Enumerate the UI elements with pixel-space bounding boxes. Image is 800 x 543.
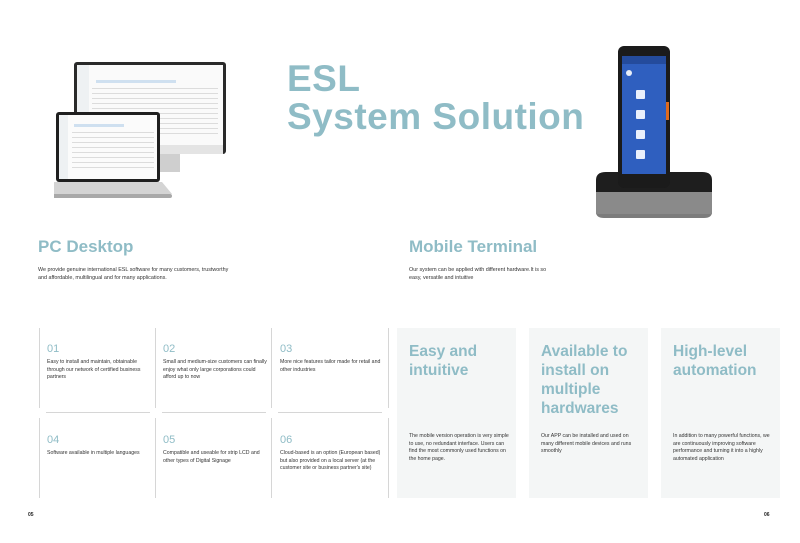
feature-item: 03 More nice features tailor made for re…	[280, 343, 384, 374]
feature-number: 01	[47, 343, 60, 355]
mobile-terminal-description: Our system can be applied with different…	[409, 267, 547, 281]
divider	[271, 328, 272, 408]
mobile-terminal-title: Mobile Terminal	[409, 237, 538, 256]
feature-text: Cloud-based is an option (European based…	[280, 450, 381, 472]
feature-number: 05	[163, 434, 176, 446]
page-title: ESL System Solution	[287, 60, 584, 136]
feature-number: 02	[163, 343, 176, 355]
divider	[388, 418, 389, 498]
feature-card: Available to install on multiple hardwar…	[529, 328, 648, 498]
divider	[278, 412, 382, 413]
pc-desktop-description: We provide genuine international ESL sof…	[38, 267, 229, 281]
title-line-2: System Solution	[287, 96, 585, 137]
card-text: In addition to many powerful functions, …	[673, 433, 770, 462]
feature-text: Compatible and useable for strip LCD and…	[163, 450, 260, 464]
card-text: Our APP can be installed and used on man…	[541, 433, 632, 455]
computer-illustration	[52, 62, 228, 204]
card-title: Available to install on multiple hardwar…	[541, 343, 628, 417]
title-line-1: ESL	[287, 58, 361, 99]
card-text: The mobile version operation is very sim…	[409, 433, 509, 462]
card-title: High-level automation	[673, 343, 757, 379]
feature-item: 04 Software available in multiple langua…	[47, 434, 151, 458]
feature-card: High-level automation In addition to man…	[661, 328, 780, 498]
feature-number: 06	[280, 434, 293, 446]
divider	[46, 412, 150, 413]
divider	[162, 412, 266, 413]
divider	[39, 418, 40, 498]
feature-text: Software available in multiple languages	[47, 450, 140, 456]
divider	[155, 328, 156, 408]
page-number-left: 05	[28, 512, 34, 518]
feature-item: 02 Small and medium-size customers can f…	[163, 343, 267, 382]
divider	[39, 328, 40, 408]
feature-item: 05 Compatible and useable for strip LCD …	[163, 434, 267, 465]
feature-card: Easy and intuitive The mobile version op…	[397, 328, 516, 498]
feature-text: More nice features tailor made for retai…	[280, 359, 381, 373]
feature-number: 03	[280, 343, 293, 355]
feature-number: 04	[47, 434, 60, 446]
divider	[388, 328, 389, 408]
pc-desktop-title: PC Desktop	[38, 237, 134, 256]
feature-item: 01 Easy to install and maintain, obtaina…	[47, 343, 151, 382]
page-number-right: 06	[764, 512, 770, 518]
feature-text: Small and medium-size customers can fina…	[163, 359, 267, 381]
feature-text: Easy to install and maintain, obtainable…	[47, 359, 141, 381]
divider	[155, 418, 156, 498]
feature-item: 06 Cloud-based is an option (European ba…	[280, 434, 384, 473]
handheld-terminal-illustration	[592, 42, 716, 224]
card-title: Easy and intuitive	[409, 343, 478, 379]
divider	[271, 418, 272, 498]
